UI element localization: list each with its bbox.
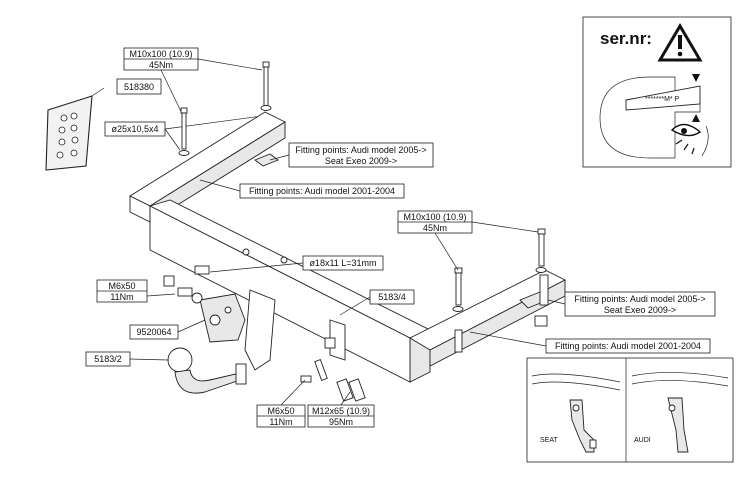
svg-text:Seat Exeo 2009->: Seat Exeo 2009->: [604, 305, 676, 315]
svg-text:Fitting points: Audi model 200: Fitting points: Audi model 2001-2004: [249, 186, 395, 196]
socket-plate-9520064: 9520064: [129, 292, 246, 343]
svg-text:5183/4: 5183/4: [378, 292, 406, 302]
svg-text:M10x100 (10.9): M10x100 (10.9): [129, 49, 192, 59]
warning-triangle-icon: [657, 23, 703, 62]
label-5183-2: 5183/2: [94, 354, 122, 364]
fitting-points-label-2001-top: Fitting points: Audi model 2001-2004: [199, 179, 405, 199]
serial-plate-icon: *******M* P: [599, 74, 701, 159]
svg-text:95Nm: 95Nm: [329, 417, 353, 427]
inset-label-audi: AUDI: [634, 437, 651, 444]
fitting-points-label-2005-top: Fitting points: Audi model 2005-> Seat E…: [269, 142, 434, 168]
svg-text:ø18x11 L=31mm: ø18x11 L=31mm: [309, 258, 376, 268]
warning-panel: ser.nr: *******M* P: [582, 16, 732, 168]
bolt-label-m6-left: M6x50 11Nm: [96, 275, 193, 303]
pin-label: ø18x11 L=31mm: [194, 255, 384, 275]
svg-text:M12x65 (10.9): M12x65 (10.9): [312, 406, 370, 416]
bolt-kit-518380: 518380: [45, 78, 162, 171]
bolt-right-b: [452, 267, 464, 312]
label-518380: 518380: [124, 82, 154, 92]
svg-text:M10x100 (10.9): M10x100 (10.9): [403, 212, 466, 222]
inset-detail-seat-audi: SEAT AUDI: [526, 357, 734, 463]
fitting-points-label-2001-right: Fitting points: Audi model 2001-2004: [469, 331, 711, 354]
fitting-points-label-2005-right: Fitting points: Audi model 2005-> Seat E…: [547, 291, 716, 317]
bolt-label-m6-bottom: M6x50 11Nm: [256, 379, 306, 428]
svg-text:45Nm: 45Nm: [149, 60, 173, 70]
ball-hook-5183-2: 5183/2: [85, 347, 247, 394]
serial-plate-text: *******M* P: [645, 96, 680, 103]
svg-text:ø25x10,5x4: ø25x10,5x4: [111, 124, 158, 134]
svg-text:Fitting points: Audi model 200: Fitting points: Audi model 2001-2004: [555, 341, 701, 351]
svg-text:Seat Exeo 2009->: Seat Exeo 2009->: [325, 156, 397, 166]
bolt-label-right: M10x100 (10.9) 45Nm: [397, 210, 539, 271]
svg-text:Fitting points: Audi model 200: Fitting points: Audi model 2005->: [574, 294, 705, 304]
towbar-crossbar: [129, 111, 566, 383]
washer-label: ø25x10,5x4: [104, 115, 263, 151]
label-9520064: 9520064: [136, 327, 171, 337]
label-5183-4: 5183/4: [339, 289, 415, 316]
svg-text:11Nm: 11Nm: [269, 417, 292, 427]
svg-text:11Nm: 11Nm: [110, 292, 133, 302]
svg-text:Fitting points: Audi model 200: Fitting points: Audi model 2005->: [295, 145, 426, 155]
bottom-bolt-parts: [300, 337, 366, 402]
bolt-right-a: [535, 228, 547, 273]
inset-label-seat: SEAT: [540, 437, 558, 444]
svg-text:45Nm: 45Nm: [423, 223, 447, 233]
svg-text:M6x50: M6x50: [267, 406, 294, 416]
eye-icon: [670, 123, 709, 157]
bolt-label-m12: M12x65 (10.9) 95Nm: [307, 391, 375, 428]
bolt-top-left-a: [260, 61, 272, 111]
serial-number-title: ser.nr:: [600, 29, 652, 48]
svg-text:M6x50: M6x50: [108, 281, 135, 291]
bolt-top-left-b: [178, 107, 190, 156]
